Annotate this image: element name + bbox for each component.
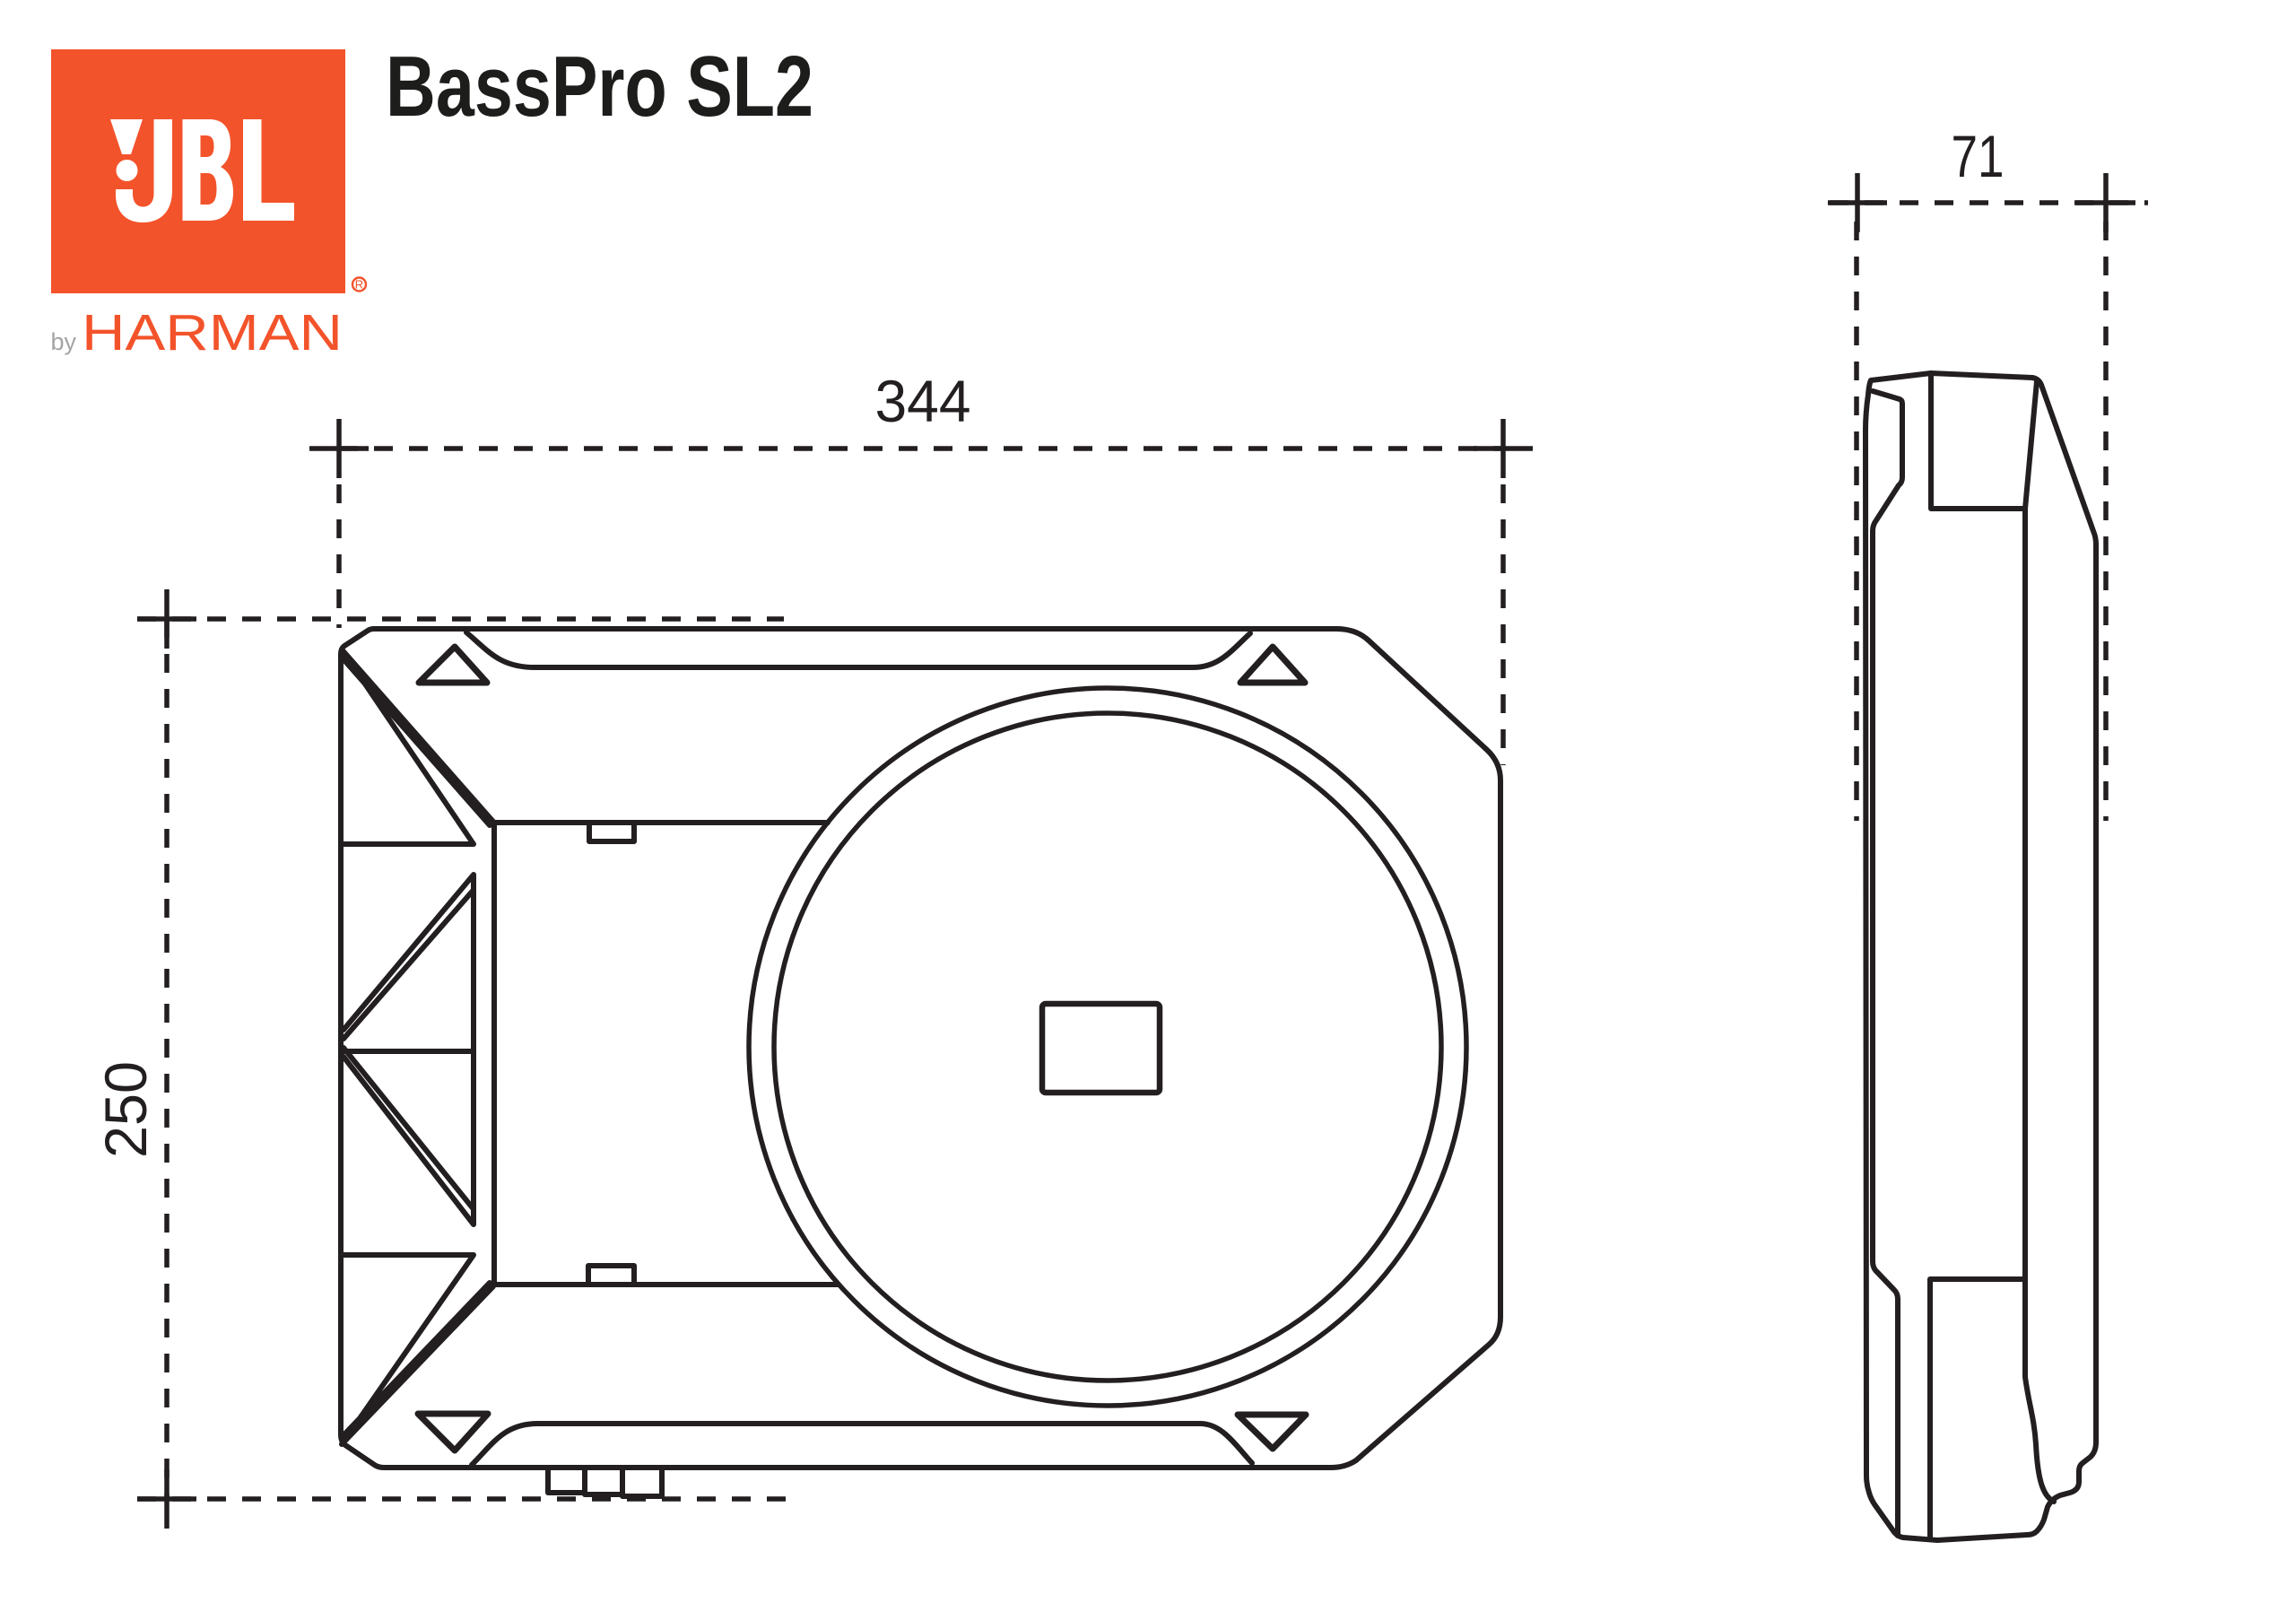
svg-text:R: R [355,278,363,292]
svg-text:HARMAN: HARMAN [82,304,343,362]
svg-text:250: 250 [92,1061,159,1158]
svg-text:344: 344 [875,368,971,434]
svg-text:BassPro SL2: BassPro SL2 [386,39,813,135]
svg-text:by: by [51,328,77,355]
svg-text:71: 71 [1952,123,2005,189]
